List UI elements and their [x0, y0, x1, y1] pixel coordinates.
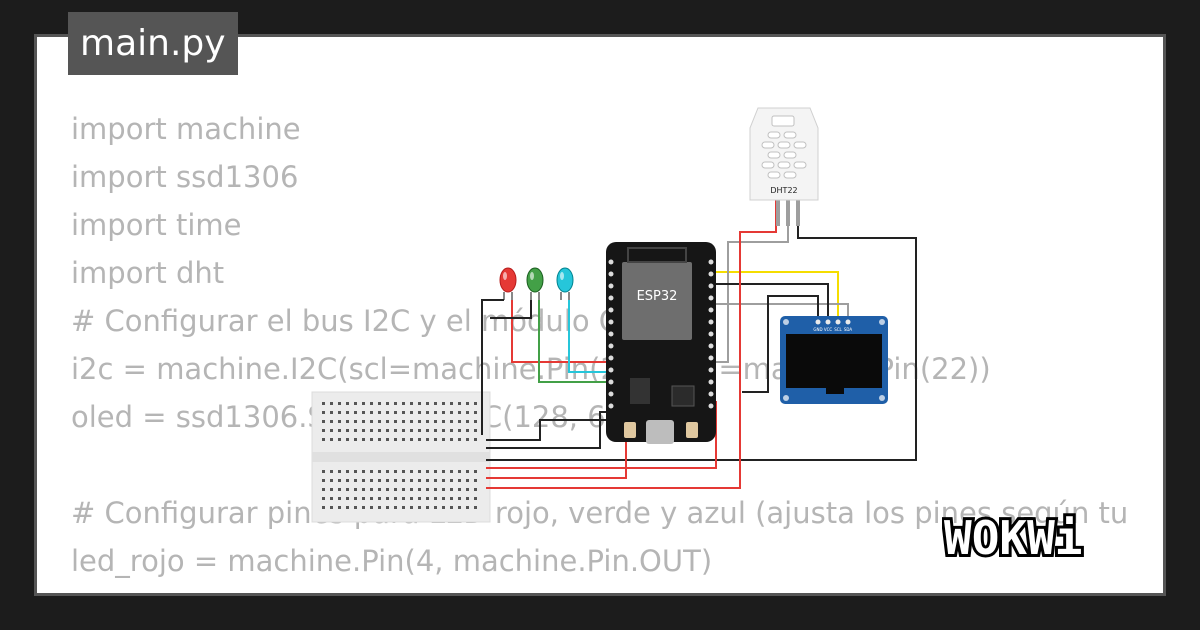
wire-led-gnd-2 — [490, 300, 532, 319]
wire-black-vcc — [712, 283, 829, 320]
wokwi-logo-text: WOKWi — [944, 511, 1082, 565]
wire-led-gnd — [481, 299, 504, 435]
code-editor[interactable]: import machine import ssd1306 import time i… — [71, 105, 1128, 585]
wire-red-led — [511, 300, 614, 363]
led-blue[interactable] — [556, 267, 574, 300]
oled-pin-vcc: VCC — [824, 327, 833, 332]
breadboard[interactable] — [311, 391, 491, 523]
code-line-10: # Configurar pines para LED rojo, verde … — [71, 496, 1129, 530]
wire-gray-dht — [712, 200, 789, 363]
code-line-3: import time — [71, 208, 242, 242]
led-green[interactable] — [526, 267, 544, 300]
wire-black-bb — [486, 419, 614, 441]
oled-pin-gnd: GND — [813, 327, 822, 332]
dht22-sensor[interactable]: DHT22 — [749, 107, 819, 226]
oled-display[interactable]: GND VCC SCL SDA — [780, 316, 888, 404]
oled-pin-scl: SCL — [834, 327, 842, 332]
code-line-1: import machine — [71, 112, 301, 146]
esp32-board[interactable]: ESP32 — [606, 242, 716, 444]
preview-card: import machine import ssd1306 import time i… — [34, 34, 1166, 596]
file-tab-title: main.py — [80, 23, 226, 64]
wire-black-oled-gnd — [742, 295, 819, 393]
wire-gray-scl — [712, 303, 849, 320]
wokwi-logo-icon: WOKWi — [941, 508, 1085, 568]
wire-green-led — [538, 300, 614, 383]
esp32-label: ESP32 — [637, 289, 678, 304]
code-line-11: led_rojo = machine.Pin(4, machine.Pin.OU… — [71, 544, 713, 578]
oled-pin-sda: SDA — [844, 327, 853, 332]
code-line-6: # Configurar el bus I2C y el módulo OLED — [71, 304, 679, 338]
wire-black-bb-2 — [486, 411, 614, 449]
file-tab[interactable]: main.py — [68, 12, 238, 75]
code-line-4: import dht — [71, 256, 225, 290]
code-line-2: import ssd1306 — [71, 160, 299, 194]
dht22-label: DHT22 — [770, 186, 797, 195]
wire-blue-led — [568, 300, 614, 373]
wokwi-logo: WOKWi — [941, 494, 1150, 576]
led-red[interactable] — [499, 267, 517, 300]
